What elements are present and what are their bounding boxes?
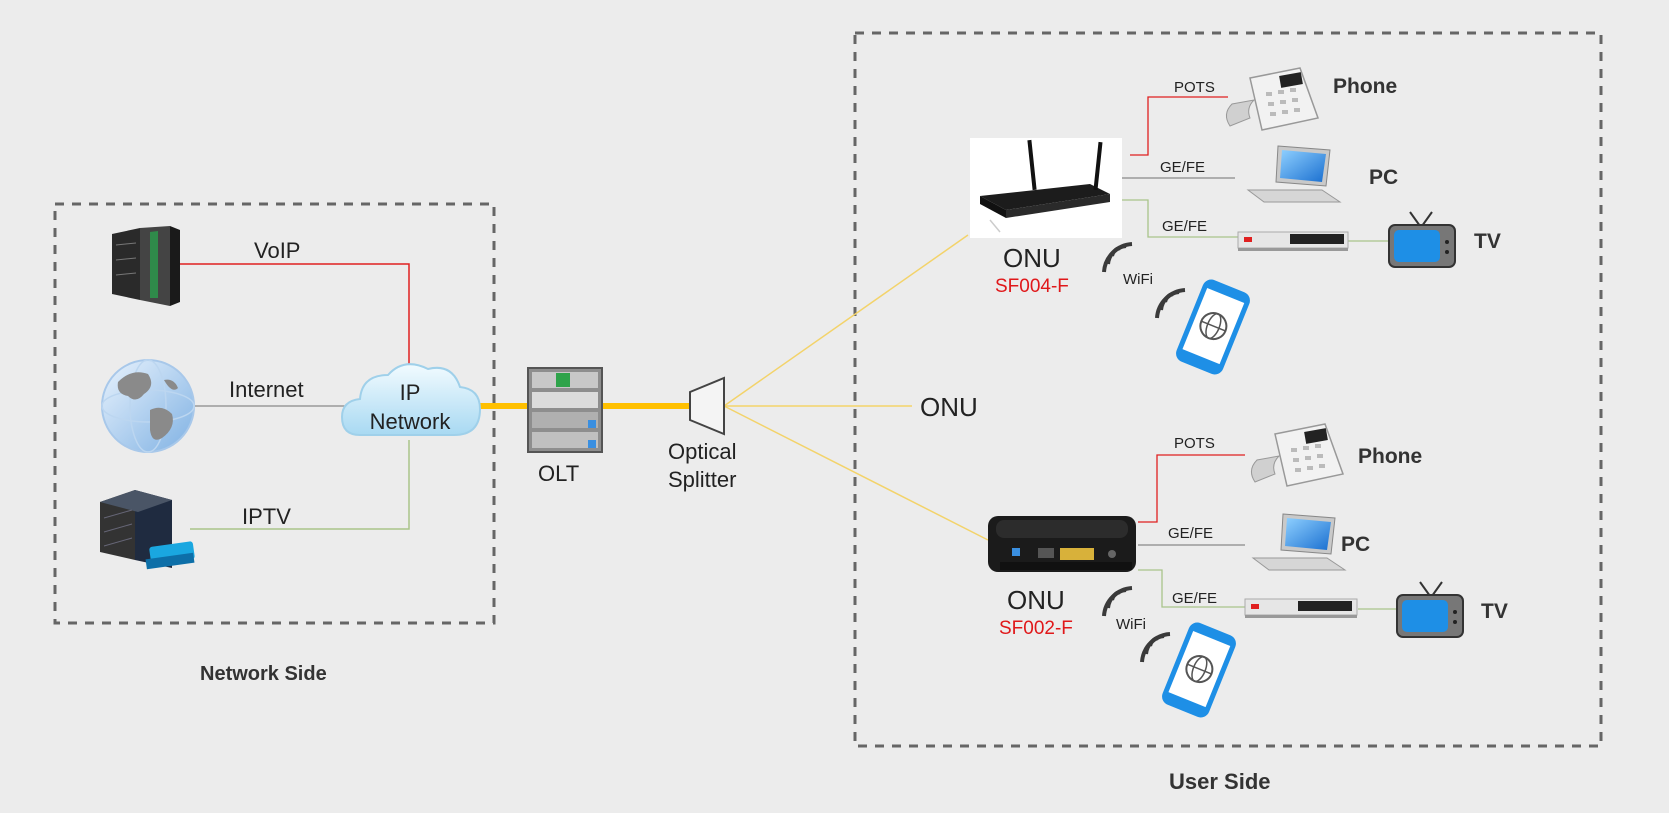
olt-label: OLT xyxy=(538,461,580,486)
splitter-label-line2: Splitter xyxy=(668,467,737,492)
onu1-model: SF004-F xyxy=(995,276,1069,297)
splitter-label-line1: Optical xyxy=(668,439,737,464)
onu2-model: SF002-F xyxy=(999,618,1073,639)
onu2-smartphone-icon xyxy=(1162,622,1236,718)
fiber-branch-bottom xyxy=(723,405,989,541)
onu1-pots-link xyxy=(1130,96,1228,156)
network-side-border xyxy=(53,202,496,625)
onu2-tv-label: TV xyxy=(1481,600,1508,623)
iptv-link xyxy=(190,440,410,530)
ip-network-cloud-line1: IP xyxy=(399,380,421,405)
onu1-smartphone-icon xyxy=(1176,279,1250,375)
onu2-pc-label: PC xyxy=(1341,533,1371,556)
onu1-phone-label: Phone xyxy=(1333,75,1398,98)
onu1-settop-box-icon xyxy=(1237,231,1349,251)
ip-network-cloud-icon xyxy=(340,363,482,436)
voip-label: VoIP xyxy=(254,238,301,263)
onu2-tv-icon xyxy=(1396,581,1464,638)
onu2-settop-box-icon xyxy=(1244,598,1358,618)
fiber-branch-top xyxy=(723,234,969,407)
user-side-label: User Side xyxy=(1169,769,1271,794)
onu2-phone-label: Phone xyxy=(1358,445,1423,468)
onu1-laptop-icon xyxy=(1246,145,1342,203)
ip-network-cloud-line2: Network xyxy=(369,409,451,434)
onu2-phone-wifi-icon xyxy=(1140,632,1171,663)
onu1-phone-icon xyxy=(1226,67,1319,131)
onu1-tv-link xyxy=(1120,199,1238,238)
onu2-wifi-icon xyxy=(1102,586,1133,617)
onu1-pc-link-label: GE/FE xyxy=(1160,159,1206,176)
onu1-tv-icon xyxy=(1388,211,1456,268)
onu2-pots-label: POTS xyxy=(1174,435,1215,452)
onu1-router-icon xyxy=(970,138,1122,238)
onu1-tv-link-label: GE/FE xyxy=(1162,218,1208,235)
onu2-label: ONU xyxy=(1007,585,1065,615)
optical-splitter-icon xyxy=(689,376,725,436)
onu2-tv-link-label: GE/FE xyxy=(1172,590,1218,607)
voip-link xyxy=(180,263,410,380)
internet-label: Internet xyxy=(229,377,304,402)
onu1-pc-label: PC xyxy=(1369,166,1399,189)
onu1-label: ONU xyxy=(1003,243,1061,273)
globe-icon xyxy=(101,359,195,453)
middle-onu-label: ONU xyxy=(920,392,978,422)
iptv-label: IPTV xyxy=(242,504,291,529)
server-rack-icon xyxy=(112,226,180,306)
onu2-router-icon xyxy=(988,516,1136,572)
onu1-pots-label: POTS xyxy=(1174,79,1215,96)
onu1-wifi-label: WiFi xyxy=(1123,271,1153,288)
onu2-wifi-label: WiFi xyxy=(1116,616,1146,633)
onu1-tv-label: TV xyxy=(1474,230,1501,253)
onu2-pots-link xyxy=(1138,454,1245,523)
onu1-phone-wifi-icon xyxy=(1155,288,1186,319)
onu2-phone-icon xyxy=(1251,423,1344,487)
network-side-label: Network Side xyxy=(200,663,327,685)
onu2-pc-link-label: GE/FE xyxy=(1168,525,1214,542)
onu2-laptop-icon xyxy=(1251,513,1347,571)
olt-icon xyxy=(527,367,603,453)
onu1-wifi-icon xyxy=(1102,242,1133,273)
media-server-icon xyxy=(100,490,195,570)
onu2-tv-link xyxy=(1138,569,1245,608)
